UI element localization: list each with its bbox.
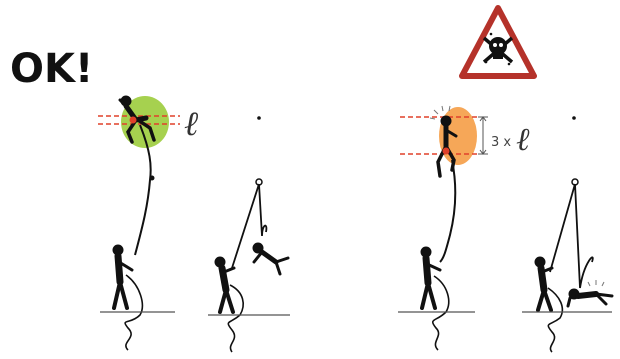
rope-fallen-danger <box>550 184 593 288</box>
anchor-dot-2 <box>257 116 261 120</box>
anchor-dot-4 <box>572 116 576 120</box>
rope-danger <box>440 160 455 262</box>
fall-length-bracket <box>478 117 488 154</box>
rope-coil-2 <box>228 285 243 352</box>
ok-label: OK! <box>10 46 93 92</box>
safe-fall-result-panel <box>208 116 290 352</box>
fallen-climber-safe <box>253 243 288 274</box>
rope-coil-4 <box>548 288 562 352</box>
length-symbol-right: ℓ <box>516 120 530 158</box>
belayer-4 <box>535 257 552 310</box>
grounded-climber <box>568 289 612 306</box>
danger-panel: 3 x ℓ <box>398 8 534 350</box>
rope-fallen-safe <box>232 184 266 268</box>
impact-lines-icon <box>588 280 604 286</box>
skull-warning-icon <box>462 8 534 76</box>
length-symbol-left: ℓ <box>184 104 198 144</box>
safe-panel: OK! ℓ <box>10 46 198 350</box>
ground-fall-result-panel <box>522 116 612 352</box>
protection-point-safe <box>150 176 155 181</box>
rope-coil-danger <box>433 276 449 350</box>
multiplier-label: 3 x <box>491 135 511 150</box>
belayer-2 <box>215 257 234 312</box>
